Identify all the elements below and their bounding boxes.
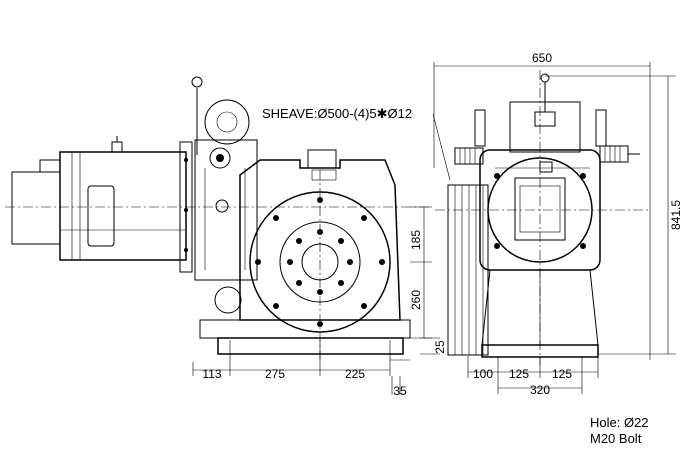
brake-assembly [191, 76, 258, 281]
dim-side-650: 650 [532, 51, 552, 65]
sheave-leader-line [432, 113, 451, 181]
dim-side-100: 100 [473, 367, 493, 381]
dim-front-225: 225 [345, 367, 365, 381]
gearbox [214, 149, 401, 333]
motor [11, 136, 193, 273]
sheave [447, 184, 489, 356]
hole-note: Hole: Ø22 [590, 415, 649, 430]
dim-front-185: 185 [409, 230, 423, 250]
dim-side-841: 841.5 [669, 200, 683, 230]
sheave-label: SHEAVE:Ø500-(4)5✱Ø12 [262, 106, 412, 121]
side-view: 650 841.5 100 125 125 320 [433, 51, 683, 397]
dim-side-320: 320 [530, 383, 550, 397]
dim-front-25: 25 [433, 340, 447, 354]
dim-front-35: 35 [393, 384, 407, 398]
dim-side-125-right: 125 [552, 367, 572, 381]
front-view: 113 275 225 35 185 260 25 [5, 76, 447, 398]
bolt-note: M20 Bolt [590, 431, 642, 446]
front-base [199, 319, 411, 355]
dim-side-125-left: 125 [509, 367, 529, 381]
dim-front-260: 260 [409, 290, 423, 310]
dim-front-275: 275 [265, 367, 285, 381]
dim-front-113: 113 [202, 367, 221, 381]
